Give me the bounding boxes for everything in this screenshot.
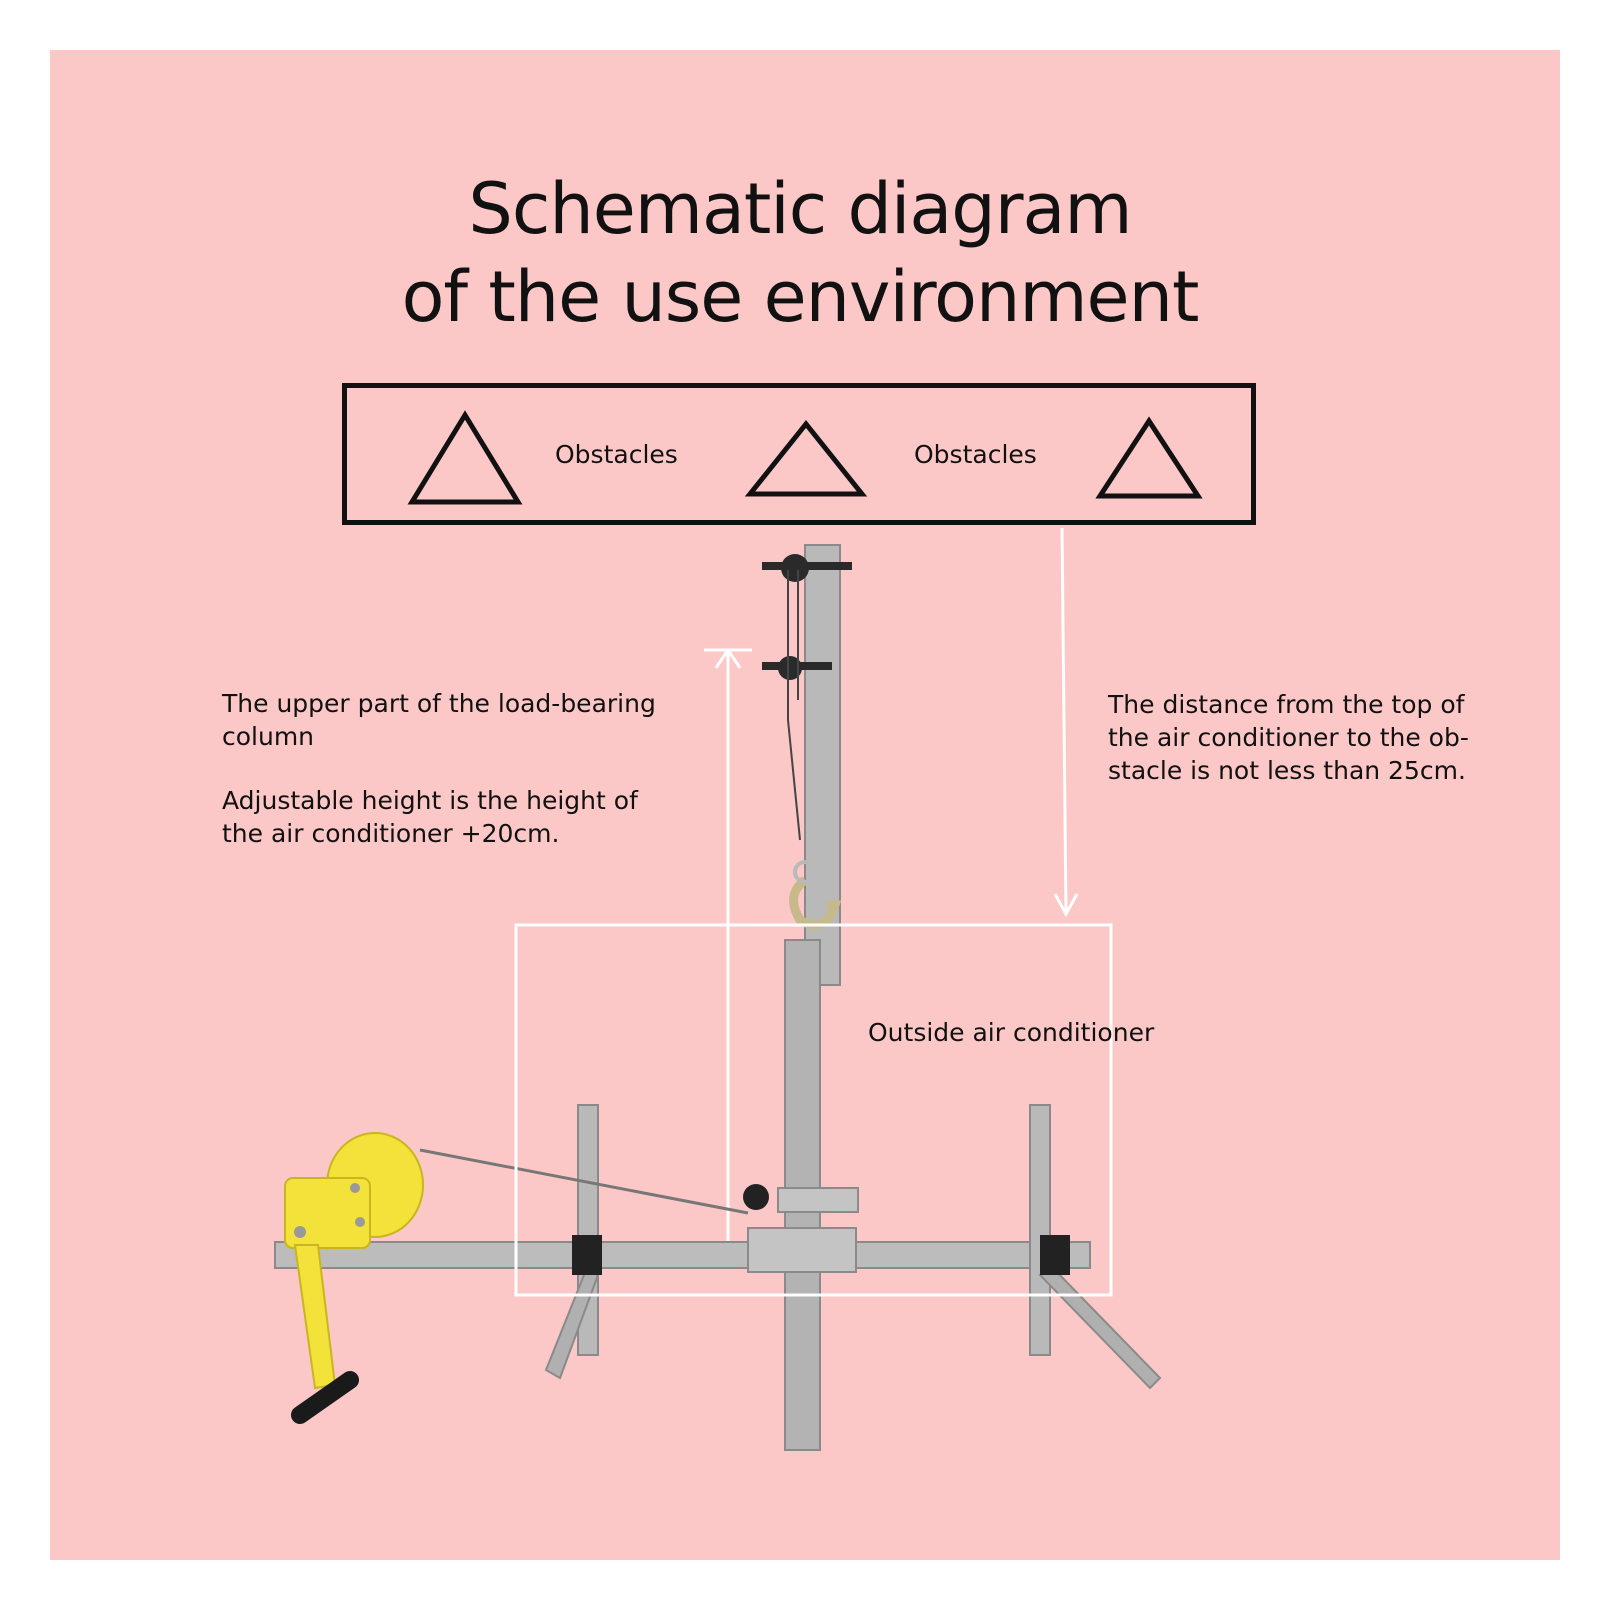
- distance-arrow-line: [1060, 527, 1068, 913]
- column-note: The upper part of the load-bearing colum…: [222, 687, 656, 753]
- hoist-cable: [787, 570, 801, 841]
- obstacle-triangle-left: [407, 410, 523, 505]
- obstacle-triangle-right: [1095, 416, 1203, 499]
- distance-note-line-3: stacle is not less than 25cm.: [1108, 756, 1466, 785]
- right-bracket-brace: [1038, 1268, 1162, 1390]
- height-note-line-1: Adjustable height is the height of: [222, 786, 638, 815]
- distance-note-line-2: the air conditioner to the ob-: [1108, 723, 1469, 752]
- distance-note-line-1: The distance from the top of: [1108, 690, 1465, 719]
- winch-bolt-3: [355, 1217, 365, 1227]
- obstacle-triangle-middle: [744, 419, 868, 497]
- winch-crank-handle: [291, 1371, 359, 1424]
- title-line-1: Schematic diagram: [468, 168, 1132, 250]
- height-note: Adjustable height is the height of the a…: [222, 784, 638, 850]
- winch-cable: [419, 1148, 749, 1215]
- obstacle-box: [342, 383, 1256, 525]
- air-conditioner-outline: [514, 923, 1113, 1297]
- lifting-hook: [789, 876, 842, 930]
- main-beam: [274, 1241, 1091, 1269]
- obstacle-label-right: Obstacles: [914, 440, 1037, 469]
- winch-bolt-1: [294, 1226, 306, 1238]
- page-title: Schematic diagram of the use environment: [0, 165, 1600, 341]
- center-bracket: [777, 1187, 859, 1213]
- winch-body: [284, 1177, 371, 1249]
- left-clamp: [572, 1235, 602, 1275]
- air-conditioner-label: Outside air conditioner: [868, 1018, 1155, 1047]
- winch-bolt-2: [350, 1183, 360, 1193]
- obstacle-label-left: Obstacles: [555, 440, 678, 469]
- height-note-line-2: the air conditioner +20cm.: [222, 819, 560, 848]
- distance-note: The distance from the top of the air con…: [1108, 688, 1469, 787]
- center-plate: [747, 1227, 857, 1273]
- column-note-line-2: column: [222, 722, 315, 751]
- distance-arrow-head: [1053, 893, 1079, 918]
- hook-eye: [793, 860, 817, 884]
- title-line-2: of the use environment: [401, 256, 1200, 338]
- guide-roller: [743, 1184, 769, 1210]
- right-bracket-post: [1029, 1104, 1051, 1356]
- right-clamp: [1040, 1235, 1070, 1275]
- column-note-line-1: The upper part of the load-bearing: [222, 689, 656, 718]
